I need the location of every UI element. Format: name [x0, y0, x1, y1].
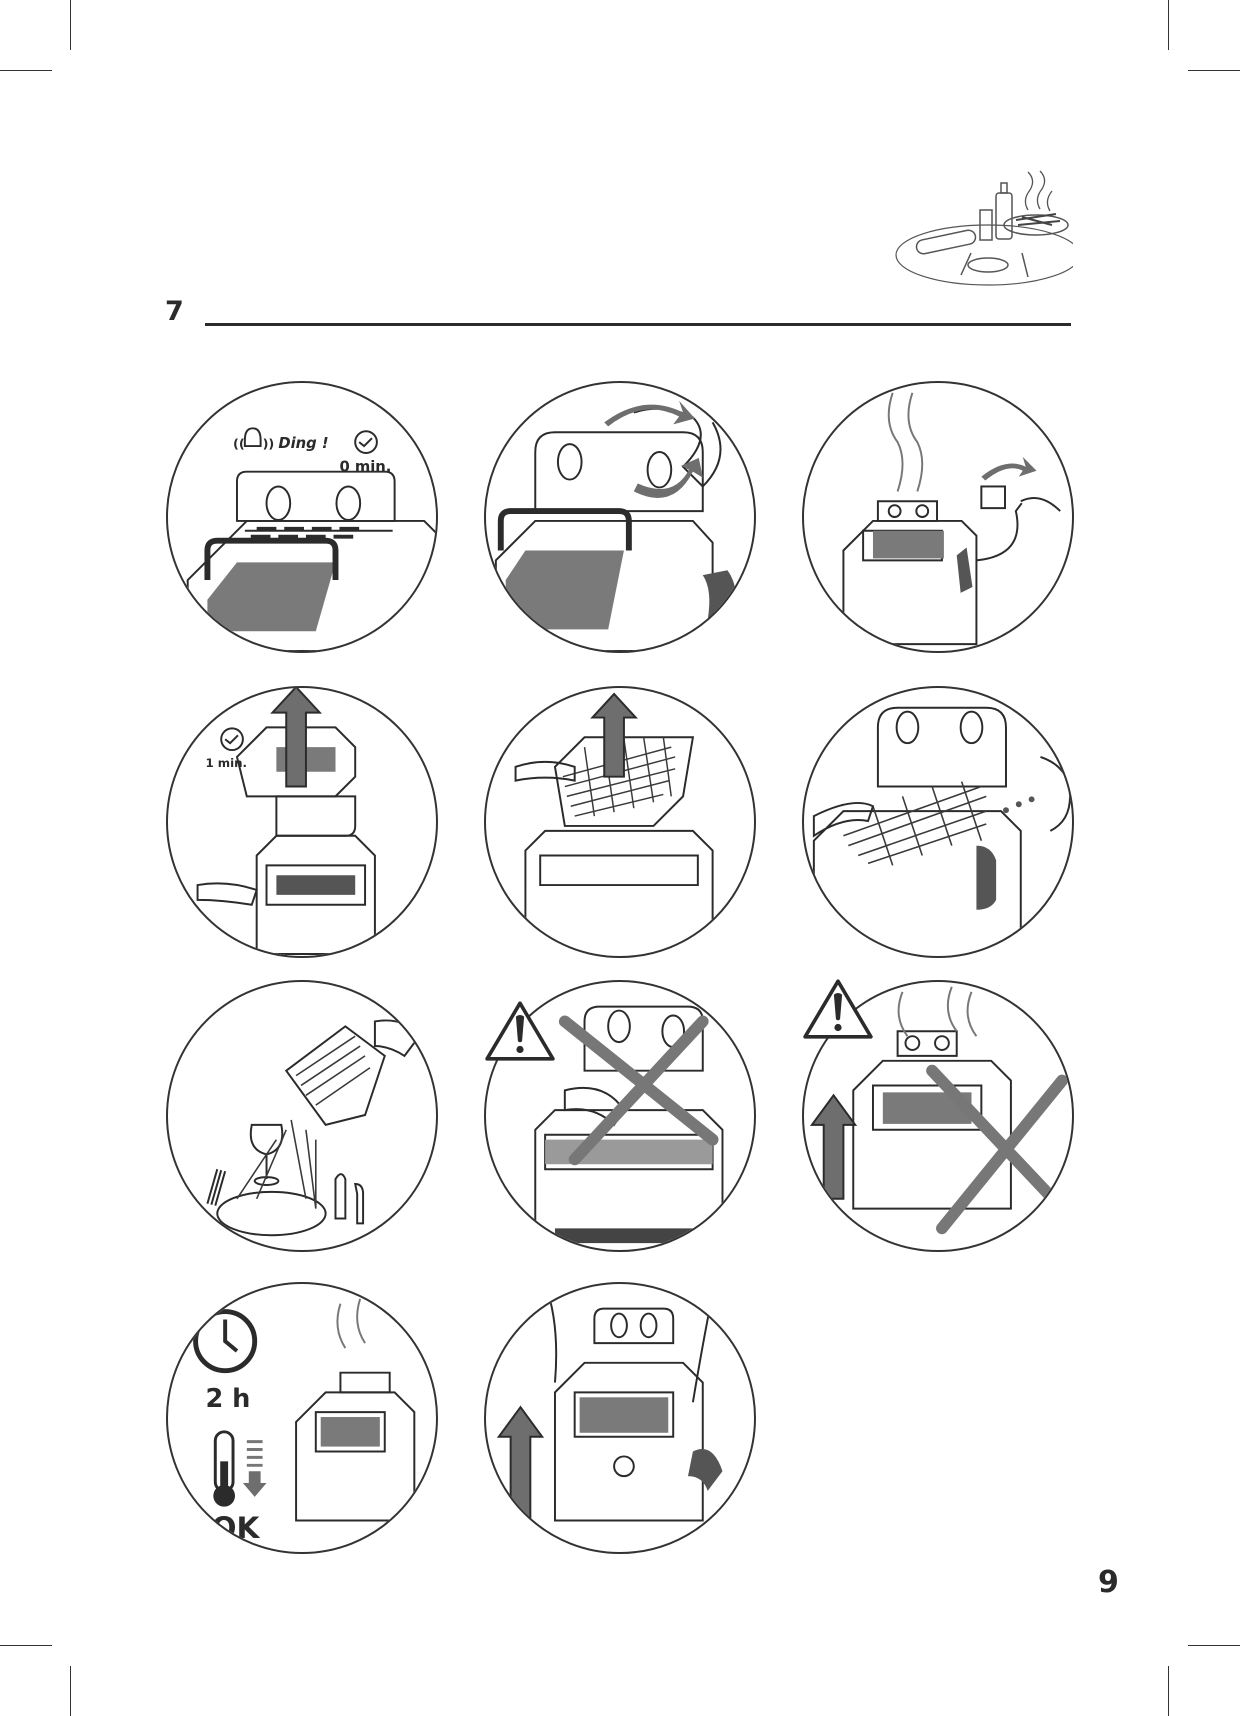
step-panel-turn-knob-off	[484, 381, 756, 653]
clock-icon	[355, 431, 377, 453]
bell-icon: (( ))	[233, 428, 274, 452]
crop-mark	[0, 70, 52, 71]
crop-mark	[70, 0, 71, 50]
crop-mark	[1168, 1666, 1169, 1716]
cross-mark	[932, 1071, 1062, 1229]
clock-icon	[221, 728, 243, 750]
fryer-unplug-illustration	[804, 383, 1072, 651]
fryer-cool-down-illustration: 2 h OK	[168, 1284, 436, 1552]
page-number: 9	[1098, 1565, 1119, 1600]
fryer-lift-lid-illustration: 1 min.	[168, 688, 436, 956]
step-panel-lift-lid: 1 min.	[166, 686, 438, 958]
serve-fries-illustration	[168, 982, 436, 1250]
ok-label: OK	[211, 1511, 260, 1545]
served-meal-illustration	[888, 165, 1073, 310]
step-panel-serve-fries	[166, 980, 438, 1252]
step-panel-drain-basket	[802, 686, 1074, 958]
step-panel-unplug	[802, 381, 1074, 653]
section-rule	[205, 323, 1071, 326]
crop-mark	[1188, 70, 1240, 71]
fryer-knob-turn-illustration	[486, 383, 754, 651]
step-panel-carry	[484, 1282, 756, 1554]
warning-triangle-icon	[484, 1000, 556, 1062]
timer-one-minute-label: 1 min.	[205, 756, 247, 770]
cool-time-label: 2 h	[205, 1384, 250, 1414]
fryer-lift-basket-illustration	[486, 688, 754, 956]
clock-icon	[196, 1312, 255, 1371]
step-panel-cool-down: 2 h OK	[166, 1282, 438, 1554]
fryer-drain-basket-illustration	[804, 688, 1072, 956]
crop-mark	[1188, 1645, 1240, 1646]
thermometer-icon	[213, 1432, 266, 1507]
step-panel-timer-ding: (( )) Ding ! 0 min.	[166, 381, 438, 653]
crop-mark	[1168, 0, 1169, 50]
svg-text:((: ((	[233, 437, 245, 452]
svg-text:)): ))	[263, 437, 275, 452]
crop-mark	[70, 1666, 71, 1716]
ding-label: Ding !	[278, 435, 328, 452]
step-panel-lift-basket	[484, 686, 756, 958]
section-number: 7	[165, 296, 184, 327]
fryer-carry-illustration	[486, 1284, 754, 1552]
crop-mark	[0, 1645, 52, 1646]
fryer-closed-timer-illustration: (( )) Ding ! 0 min.	[168, 383, 436, 651]
cross-mark	[565, 1021, 713, 1159]
timer-zero-label: 0 min.	[339, 459, 391, 476]
warning-triangle-icon	[802, 978, 874, 1040]
